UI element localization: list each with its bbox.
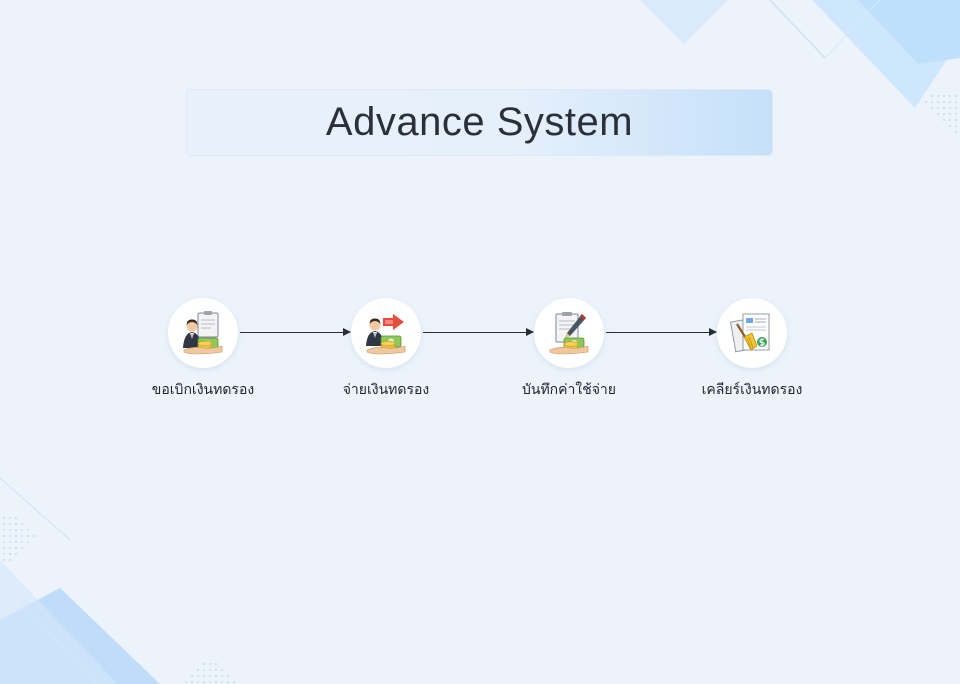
pay-advance-icon [351,298,421,368]
record-expense-icon [534,298,604,368]
request-advance-icon [168,298,238,368]
step-label-request-advance: ขอเบิกเงินทดรอง [151,382,255,398]
title-banner: Advance System [187,90,772,155]
step-request-advance[interactable]: ขอเบิกเงินทดรอง [123,298,283,401]
clear-advance-icon [717,298,787,368]
step-label-clear-advance: เคลียร์เงินทดรอง [701,382,803,398]
step-label-record-expense: บันทึกค่าใช้จ่าย [522,382,616,398]
step-label-pay-advance: จ่ายเงินทดรอง [342,382,430,398]
flow-arrow-1 [240,328,351,336]
flow-arrow-2 [423,328,534,336]
step-clear-advance[interactable]: เคลียร์เงินทดรอง [672,298,832,401]
flow-arrow-3 [606,328,717,336]
page-title: Advance System [325,100,634,144]
step-pay-advance[interactable]: จ่ายเงินทดรอง [306,298,466,401]
step-record-expense[interactable]: บันทึกค่าใช้จ่าย [489,298,649,401]
